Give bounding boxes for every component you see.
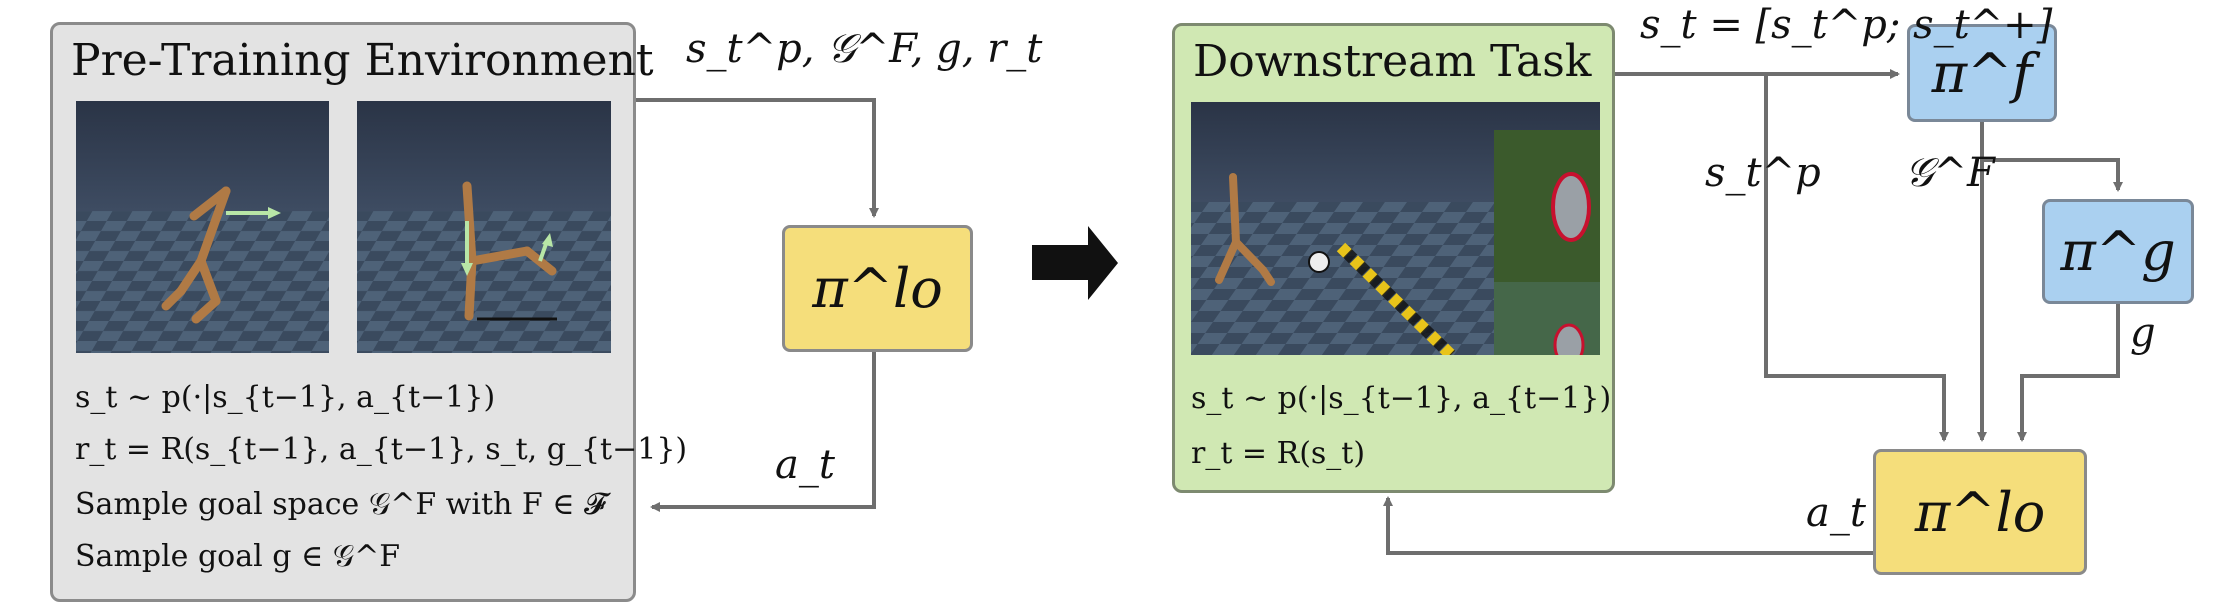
pretraining-reward-equation: r_t = R(s_{t−1}, a_{t−1}, s_t, g_{t−1}): [75, 432, 688, 467]
arrow-action-to-env: [650, 352, 876, 512]
arrow-goal-space-to-pi-g: [1982, 158, 2123, 192]
pi-f-node: π^f: [1907, 24, 2057, 122]
downstream-task-panel: Downstream Task: [1172, 23, 1615, 493]
action-edge-label: a_t: [775, 442, 835, 488]
goal-edge-label: g: [2130, 310, 2156, 356]
pi-g-node: π^g: [2042, 199, 2194, 304]
obs-edge-label: s_t^p, 𝒢^F, g, r_t: [686, 26, 1043, 72]
pretraining-environment-panel: Pre-Training Environment: [50, 22, 687, 602]
state-definition-label: s_t = [s_t^p; s_t^+]: [1640, 2, 2053, 48]
downstream-reward-equation: r_t = R(s_t): [1191, 436, 1366, 471]
transition-arrow-icon: [1032, 226, 1118, 300]
pi-lo-pretraining-node: π^lo: [782, 225, 973, 352]
pi-lo-downstream-node: π^lo: [1873, 449, 2087, 575]
goal-space-edge-label: 𝒢^F: [1905, 150, 1995, 196]
arrow-action-to-downstream: [1383, 496, 1873, 555]
downstream-action-edge-label: a_t: [1806, 490, 1866, 536]
downstream-transition-equation: s_t ~ p(·|s_{t−1}, a_{t−1}): [1191, 381, 1612, 416]
pretraining-sample-goal-text: Sample goal g ∈ 𝒢^F: [75, 539, 401, 574]
pretraining-scene-pose-image: [357, 101, 611, 353]
downstream-scene-image: [1191, 102, 1600, 355]
arrow-goal-to-pi-lo: [2017, 304, 2120, 442]
pretraining-title: Pre-Training Environment: [71, 35, 654, 86]
pretraining-scene-run-image: [76, 101, 329, 353]
downstream-title: Downstream Task: [1193, 36, 1592, 87]
arrow-obs-to-pi-lo: [636, 98, 879, 218]
arrow-proprio-to-pi-lo: [1764, 74, 1949, 442]
pretraining-sample-space-text: Sample goal space 𝒢^F with F ∈ 𝓕: [75, 487, 607, 522]
proprio-edge-label: s_t^p: [1705, 150, 1821, 196]
pretraining-transition-equation: s_t ~ p(·|s_{t−1}, a_{t−1}): [75, 380, 496, 415]
